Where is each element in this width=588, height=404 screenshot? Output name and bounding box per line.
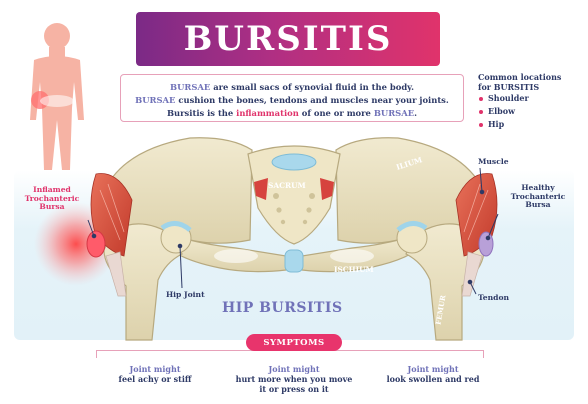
vertebra-disc (271, 153, 317, 171)
label-hip-joint: Hip Joint (166, 290, 205, 299)
common-locations-list: Common locations for BURSITIS Shoulder E… (478, 72, 582, 131)
label-healthy-bursa: Healthy Trochanteric Bursa (510, 183, 566, 210)
body-silhouette-icon (30, 23, 84, 170)
healthy-bursa (478, 231, 494, 257)
definition-box: BURSAE are small sacs of synovial fluid … (120, 74, 464, 122)
page-title: BURSITIS (183, 19, 393, 59)
definition-line-1: BURSAE are small sacs of synovial fluid … (169, 82, 414, 92)
list-item: Shoulder (478, 92, 582, 105)
right-tendon (461, 251, 483, 297)
bullet-icon (479, 97, 483, 101)
sacrum (247, 145, 341, 245)
inflamed-bursa (86, 230, 106, 258)
label-muscle: Muscle (478, 157, 509, 166)
label-sacrum: SACRUM (268, 181, 306, 190)
bullet-icon (479, 123, 483, 127)
symptoms-bracket (96, 350, 484, 358)
symptom-item: Joint might look swollen and red (386, 364, 480, 384)
label-tendon: Tendon (478, 293, 510, 302)
symptom-item: Joint might feel achy or stiff (118, 364, 192, 384)
pubic-symphysis (284, 249, 304, 273)
list-item: Hip (478, 118, 582, 131)
symptom-item: Joint might hurt more when you move it o… (235, 364, 353, 394)
left-tendon (105, 251, 127, 297)
list-item: Elbow (478, 105, 582, 118)
bullet-icon (479, 110, 483, 114)
label-inflamed-bursa: Inflamed Trochanteric Bursa (24, 185, 80, 212)
definition-line-2: BURSAE cushion the bones, tendons and mu… (135, 95, 449, 105)
definition-line-3: Bursitis is the inflammation of one or m… (166, 108, 418, 118)
title-banner: BURSITIS (136, 12, 440, 66)
label-ischium: ISCHIUM (334, 265, 374, 274)
label-hip-bursitis: HIP BURSITIS (222, 300, 343, 316)
symptoms-badge: SYMPTOMS (246, 334, 342, 351)
common-locations-title: Common locations for BURSITIS (478, 72, 562, 92)
